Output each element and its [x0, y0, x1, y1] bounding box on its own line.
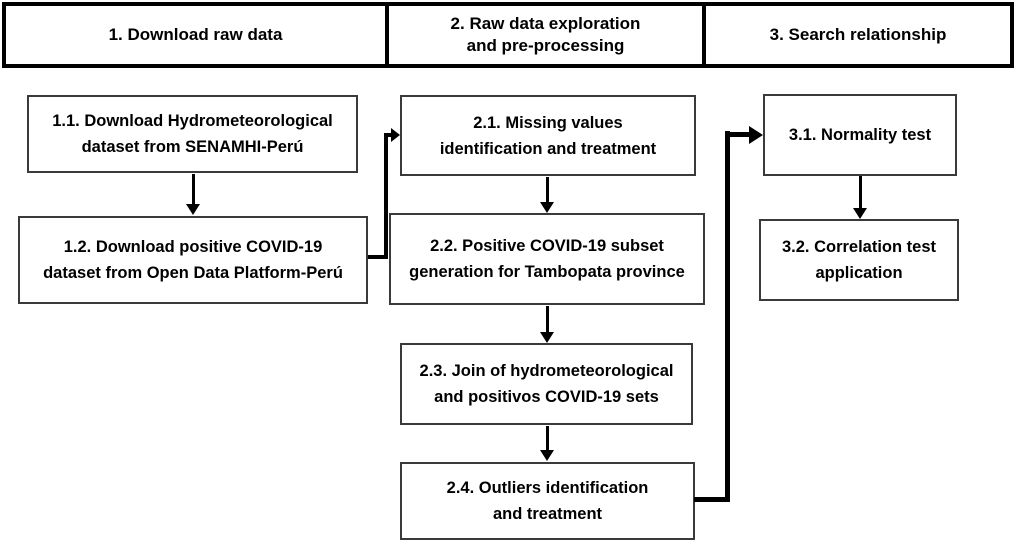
arrow-shaft — [191, 174, 195, 207]
connector-1-2-to-2-1-horizontal — [368, 255, 388, 259]
phase-header-1-label: 1. Download raw data — [108, 25, 283, 44]
step-box-3-1: 3.1. Normality test — [763, 94, 957, 176]
step-box-1-1: 1.1. Download Hydrometeorological datase… — [27, 95, 358, 173]
phase-header-1: 1. Download raw data — [6, 6, 385, 64]
phase-header-3-label: 3. Search relationship — [769, 25, 947, 44]
arrow-down-icon — [540, 450, 554, 461]
step-box-2-4-line2: and treatment — [492, 505, 603, 523]
step-box-2-1-line2: identification and treatment — [439, 139, 657, 158]
phase-header-2-label-line2: and pre-processing — [466, 36, 625, 55]
step-box-2-3-line2: and positivos COVID-19 sets — [434, 388, 659, 406]
connector-2-4-to-3-1-vertical — [725, 131, 730, 502]
connector-1-2-to-2-1-vertical — [384, 133, 388, 259]
step-box-3-2-line2: application — [815, 264, 903, 282]
connector-1-2-to-2-1-entry — [384, 133, 392, 137]
step-box-2-2-line1: 2.2. Positive COVID-19 subset — [430, 237, 664, 255]
arrow-2-3-to-2-4 — [540, 426, 554, 461]
arrow-2-1-to-2-2 — [540, 177, 554, 213]
arrow-shaft — [858, 176, 862, 211]
arrow-down-icon — [540, 202, 554, 213]
step-box-1-1-line1: 1.1. Download Hydrometeorological — [52, 112, 333, 130]
arrow-shaft — [545, 426, 549, 453]
step-box-3-1-line1: 3.1. Normality test — [788, 126, 932, 144]
step-box-2-4: 2.4. Outliers identification and treatme… — [400, 462, 695, 540]
arrow-shaft — [545, 306, 549, 335]
step-box-3-2: 3.2. Correlation test application — [759, 219, 959, 301]
phase-header-3: 3. Search relationship — [706, 6, 1010, 64]
arrow-down-icon — [853, 208, 867, 219]
phase-header-band: 1. Download raw data 2. Raw data explora… — [2, 2, 1014, 68]
step-box-2-4-line1: 2.4. Outliers identification — [446, 479, 649, 497]
arrow-shaft — [545, 177, 549, 205]
step-box-2-2: 2.2. Positive COVID-19 subset generation… — [389, 213, 705, 305]
arrow-right-icon — [749, 126, 763, 144]
connector-2-4-to-3-1-horizontal — [694, 497, 730, 502]
phase-header-2-label-line1: 2. Raw data exploration — [450, 14, 641, 33]
arrow-down-icon — [186, 204, 200, 215]
step-box-2-3: 2.3. Join of hydrometeorological and pos… — [400, 343, 693, 425]
step-box-2-2-line2: generation for Tambopata province — [409, 263, 685, 281]
step-box-3-2-line1: 3.2. Correlation test — [781, 238, 937, 256]
arrow-1-1-to-1-2 — [186, 174, 200, 215]
arrow-down-icon — [540, 332, 554, 343]
step-box-2-1-line1: 2.1. Missing values — [473, 113, 623, 132]
step-box-1-2-line1: 1.2. Download positive COVID-19 — [63, 238, 323, 256]
arrow-right-icon — [391, 128, 400, 142]
phase-header-2: 2. Raw data exploration and pre-processi… — [385, 6, 706, 64]
arrow-2-2-to-2-3 — [540, 306, 554, 343]
step-box-2-3-line1: 2.3. Join of hydrometeorological — [419, 362, 674, 380]
connector-2-4-to-3-1-entry — [725, 132, 750, 137]
step-box-1-2: 1.2. Download positive COVID-19 dataset … — [18, 216, 368, 304]
step-box-1-1-line2: dataset from SENAMHI-Perú — [81, 138, 304, 156]
arrow-3-1-to-3-2 — [853, 176, 867, 219]
step-box-1-2-line2: dataset from Open Data Platform-Perú — [43, 264, 343, 282]
step-box-2-1: 2.1. Missing values identification and t… — [400, 95, 696, 176]
